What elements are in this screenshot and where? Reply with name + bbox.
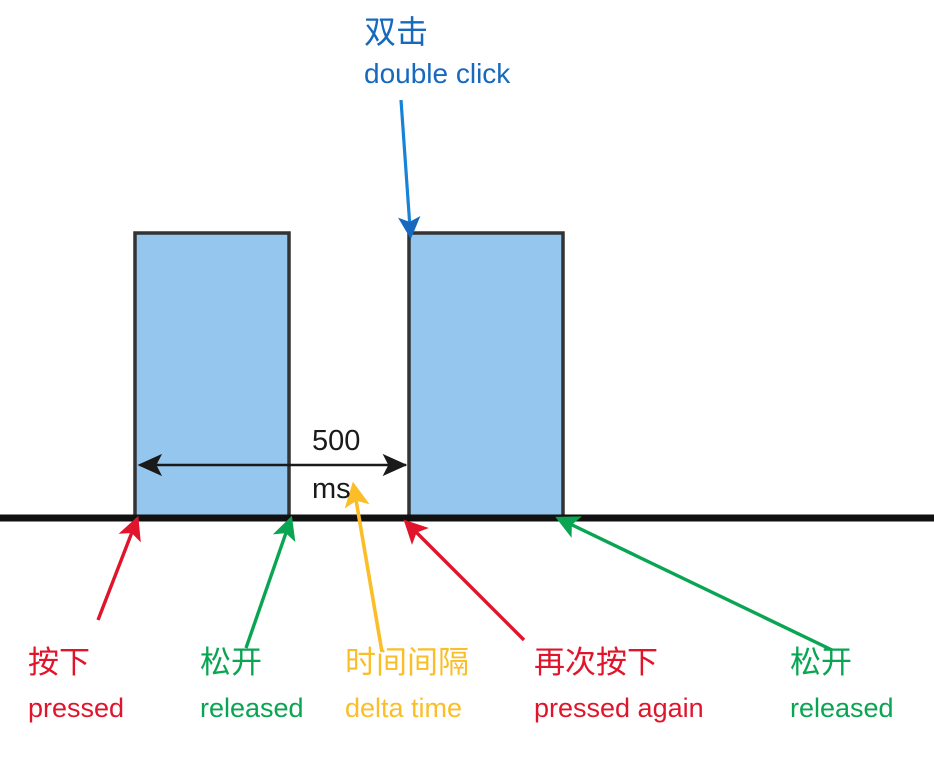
- pulse-rect-second-click: [407, 231, 565, 520]
- double-click-label-en: double click: [364, 58, 511, 89]
- pulse-rect-first-click: [133, 231, 291, 520]
- released-first-arrow: [244, 515, 296, 649]
- annotation-pressed-cn: 按下: [28, 645, 90, 680]
- annotation-delta-time-en: delta time: [345, 693, 463, 723]
- delta-unit-label: ms: [312, 473, 351, 505]
- double-click-arrow: [398, 99, 421, 240]
- released-second-arrow: [555, 516, 833, 652]
- annotation-delta-time-cn: 时间间隔: [345, 645, 469, 680]
- delta-time-arrow: [344, 481, 384, 653]
- annotation-pressed-en: pressed: [28, 693, 125, 723]
- annotation-released-second-en: released: [790, 693, 894, 723]
- annotation-released-second-cn: 松开: [790, 645, 852, 680]
- annotation-released-first-en: released: [200, 693, 304, 723]
- annotation-pressed-again-cn: 再次按下: [534, 645, 658, 680]
- double-click-label-cn: 双击: [364, 14, 429, 50]
- annotation-pressed-again-en: pressed again: [534, 693, 704, 723]
- annotation-released-first-cn: 松开: [200, 645, 262, 680]
- delta-value-label: 500: [312, 425, 361, 457]
- pressed-again-arrow: [403, 519, 526, 642]
- pressed-arrow: [96, 515, 141, 621]
